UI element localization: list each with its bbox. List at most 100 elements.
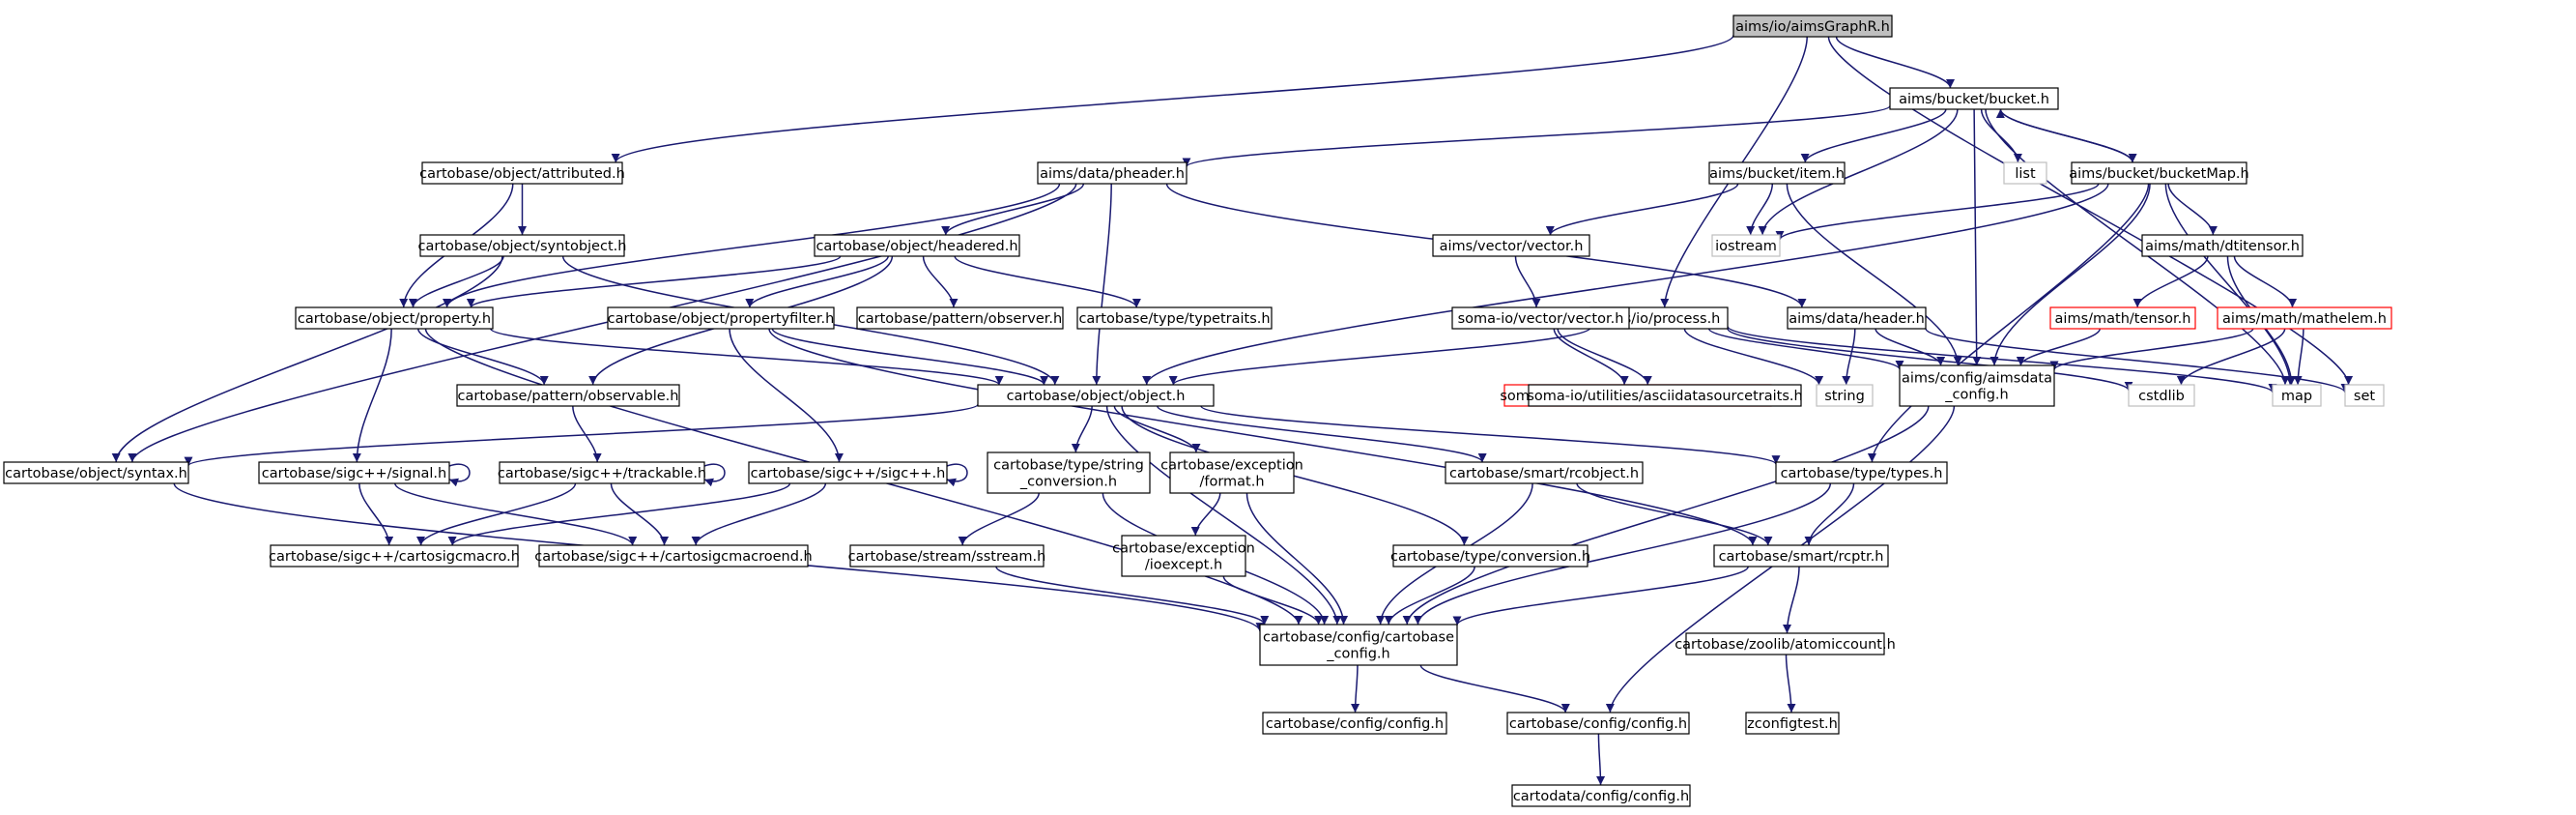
node-box xyxy=(1121,535,1246,577)
edge-mathelem-to-aimsdata_config xyxy=(2049,328,2254,371)
node-configh[interactable]: cartobase/config/config.h xyxy=(1262,712,1447,735)
node-vector[interactable]: aims/vector/vector.h xyxy=(1432,234,1590,257)
edge-signal-to-signal xyxy=(448,463,471,487)
node-dtitensor[interactable]: aims/math/dtitensor.h xyxy=(2141,234,2304,257)
node-mathelem[interactable]: aims/math/mathelem.h xyxy=(2217,306,2392,330)
node-label: aims/vector/vector.h xyxy=(1440,239,1584,254)
edge-propertyfilter-to-sigcpp xyxy=(729,328,844,463)
node-label: list xyxy=(2015,166,2036,182)
node-box xyxy=(2344,384,2385,407)
edge-configh2-to-cartodata_config xyxy=(1596,733,1606,786)
node-aimsdata-config[interactable]: aims/config/aimsdata_config.h xyxy=(1899,364,2055,407)
header-file-nodes: aims/io/aimsGraphR.h aims/bucket/bucket.h… xyxy=(3,15,2392,807)
node-box xyxy=(1775,461,1948,484)
node-signal[interactable]: cartobase/sigc++/signal.h xyxy=(258,461,450,484)
node-observer[interactable]: cartobase/pattern/observer.h xyxy=(856,306,1064,330)
node-box xyxy=(1037,161,1188,185)
edge-conversion-to-cartobase_config xyxy=(1384,566,1475,626)
edge-bucketMap-to-iostream xyxy=(1775,183,2100,241)
node-string-conversion[interactable]: cartobase/type/string_conversion.h xyxy=(987,451,1151,494)
node-property[interactable]: cartobase/object/property.h xyxy=(295,306,494,330)
node-bucketMap[interactable]: aims/bucket/bucketMap.h xyxy=(2069,161,2249,185)
node-tensor[interactable]: aims/math/tensor.h xyxy=(2049,306,2196,330)
node-sstream[interactable]: cartobase/stream/sstream.h xyxy=(848,544,1046,568)
node-box xyxy=(270,544,519,568)
edge-header-to-string xyxy=(1842,328,1856,386)
node-cartobase-config[interactable]: cartobase/config/cartobase_config.h xyxy=(1259,624,1458,666)
node-label: map xyxy=(2281,389,2312,404)
node-item[interactable]: aims/bucket/item.h xyxy=(1708,161,1846,185)
node-rcobject[interactable]: cartobase/smart/rcobject.h xyxy=(1445,461,1644,484)
node-cartodata-config[interactable]: cartodata/config/config.h xyxy=(1511,784,1691,807)
edge-property-to-signal xyxy=(352,328,392,463)
node-format[interactable]: cartobase/exception/format.h xyxy=(1160,451,1303,494)
node-box xyxy=(856,306,1064,330)
node-label: soma-io/utilities/asciidatasourcetraits.… xyxy=(1527,389,1802,404)
node-label: /ioexcept.h xyxy=(1145,558,1222,573)
node-box xyxy=(1732,15,1893,38)
node-label: aims/io/aimsGraphR.h xyxy=(1735,19,1890,35)
node-label: aims/data/pheader.h xyxy=(1040,166,1185,182)
edge-bucket-to-aimsdata_config xyxy=(1972,108,1982,366)
node-label: aims/config/aimsdata xyxy=(1902,371,2052,387)
node-pheader[interactable]: aims/data/pheader.h xyxy=(1037,161,1188,185)
edge-bucketMap-to-map xyxy=(2164,183,2295,386)
node-types[interactable]: cartobase/type/types.h xyxy=(1775,461,1948,484)
edge-bucketMap-to-types xyxy=(1867,183,2150,463)
node-propertyfilter[interactable]: cartobase/object/propertyfilter.h xyxy=(607,306,835,330)
edge-header-to-set xyxy=(1925,328,2350,393)
node-label: cartobase/object/syntobject.h xyxy=(418,239,627,254)
node-conversion[interactable]: cartobase/type/conversion.h xyxy=(1390,544,1590,568)
node-somavector[interactable]: soma-io/vector/vector.h xyxy=(1451,306,1630,330)
node-configh2[interactable]: cartobase/config/config.h xyxy=(1506,712,1690,735)
edge-bucketMap-to-object xyxy=(1142,183,2109,386)
node-trackable[interactable]: cartobase/sigc++/trackable.h xyxy=(498,461,706,484)
node-object[interactable]: cartobase/object/object.h xyxy=(977,384,1215,407)
node-box xyxy=(748,461,948,484)
node-syntobject[interactable]: cartobase/object/syntobject.h xyxy=(418,234,627,257)
node-label: cartobase/config/config.h xyxy=(1266,716,1444,732)
node-bucket[interactable]: aims/bucket/bucket.h xyxy=(1889,87,2059,110)
node-observable[interactable]: cartobase/pattern/observable.h xyxy=(456,384,680,407)
node-rcptr[interactable]: cartobase/smart/rcptr.h xyxy=(1713,544,1889,568)
node-label: cartobase/type/string xyxy=(993,458,1144,474)
node-typetraits[interactable]: cartobase/type/typetraits.h xyxy=(1076,306,1273,330)
node-header[interactable]: aims/data/header.h xyxy=(1787,306,1927,330)
node-box xyxy=(2272,384,2322,407)
node-label: cartobase/pattern/observer.h xyxy=(858,311,1062,327)
edge-dtitensor-to-tensor xyxy=(2132,255,2209,308)
node-zconfigtest[interactable]: zconfigtest.h xyxy=(1745,712,1840,735)
node-syntax[interactable]: cartobase/object/syntax.h xyxy=(3,461,189,484)
edge-types-to-cartobase_config xyxy=(1413,482,1832,626)
node-attributed[interactable]: cartobase/object/attributed.h xyxy=(419,161,625,185)
node-cartosigcmacro[interactable]: cartobase/sigc++/cartosigcmacro.h xyxy=(269,544,520,568)
edge-dtitensor-to-mathelem xyxy=(2233,255,2298,308)
node-sigcpp[interactable]: cartobase/sigc++/sigc++.h xyxy=(748,461,948,484)
node-root[interactable]: aims/io/aimsGraphR.h xyxy=(1732,15,1893,38)
node-cstdlib: cstdlib xyxy=(2128,384,2195,407)
node-label: cartobase/type/types.h xyxy=(1781,466,1943,481)
edge-bucket-to-item xyxy=(1800,108,1947,163)
node-headered[interactable]: cartobase/object/headered.h xyxy=(814,234,1020,257)
node-label: cstdlib xyxy=(2138,389,2185,404)
edge-property-to-object xyxy=(490,328,1004,386)
node-box xyxy=(456,384,680,407)
edge-header-to-aimsdata_config xyxy=(1875,328,1946,366)
node-box xyxy=(849,544,1045,568)
edge-process-to-cstdlib xyxy=(1727,328,2133,392)
edge-headered-to-property xyxy=(467,255,842,308)
node-label: cartobase/config/cartobase xyxy=(1263,630,1454,646)
edge-item-to-iostream xyxy=(1746,183,1774,236)
node-cartosigcmacroend[interactable]: cartobase/sigc++/cartosigcmacroend.h xyxy=(534,544,813,568)
node-label: aims/bucket/bucketMap.h xyxy=(2069,166,2248,182)
edge-sigcpp-to-sigcpp xyxy=(946,463,968,487)
edge-object-to-types xyxy=(1200,405,1781,465)
node-ioexcept[interactable]: cartobase/exception/ioexcept.h xyxy=(1112,535,1255,577)
edge-process-to-map xyxy=(1727,325,2277,393)
node-label: cartobase/smart/rcptr.h xyxy=(1719,549,1884,565)
node-atomiccount[interactable]: cartobase/zoolib/atomiccount.h xyxy=(1674,632,1896,655)
node-asciitraits[interactable]: soma-io/utilities/asciidatasourcetraits.… xyxy=(1527,384,1803,407)
node-box xyxy=(1445,461,1644,484)
edge-headered-to-propertyfilter xyxy=(745,255,889,308)
edge-process-to-string xyxy=(1683,328,1824,386)
